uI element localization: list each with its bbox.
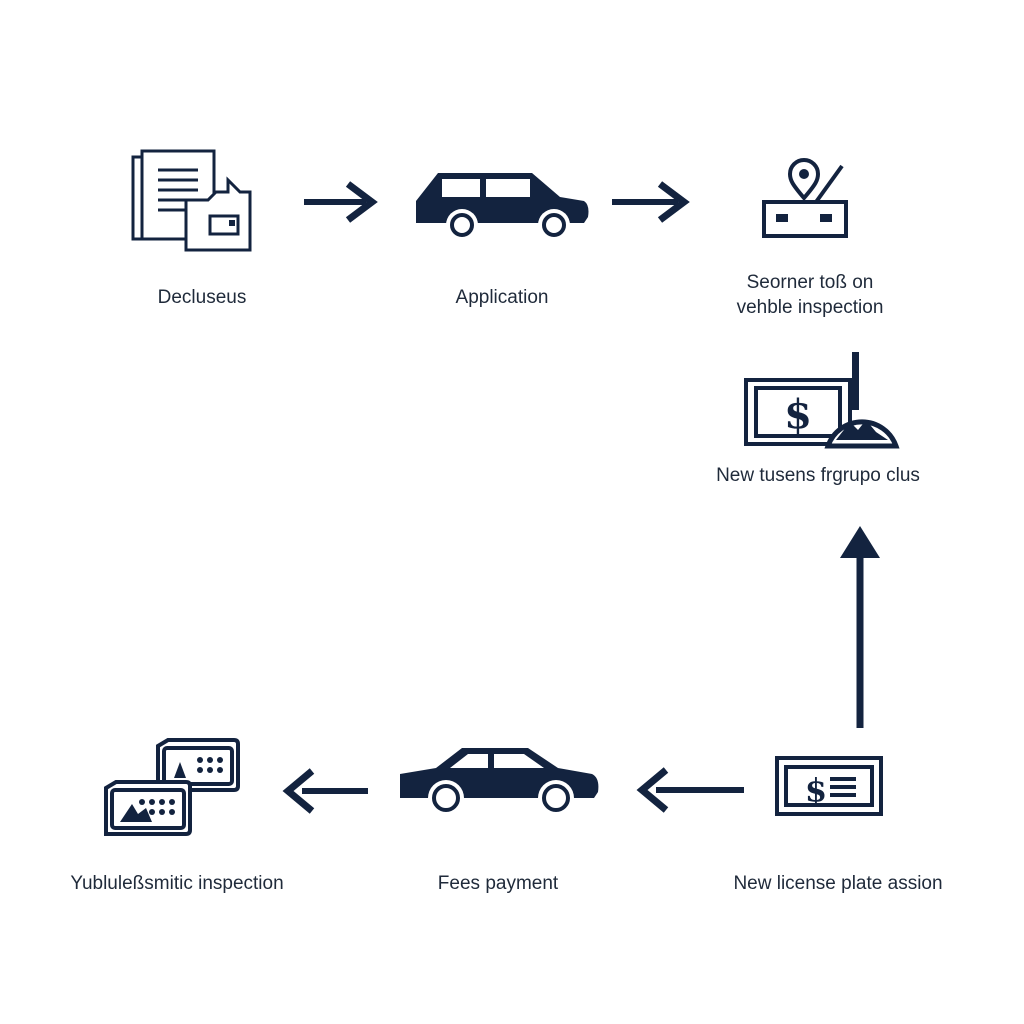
step-label-inspection-final: Yubluleßsmitic inspection (70, 873, 284, 894)
arrow-up-icon (836, 522, 884, 732)
arrow-right-icon (302, 178, 382, 226)
license-plates-icon (102, 738, 242, 838)
step-label-line-2: vehble inspection (736, 297, 884, 318)
arrow-left-icon (282, 766, 372, 816)
step-label-line-1: Seorner toß on (746, 272, 874, 293)
location-pin-plate-icon (758, 158, 850, 242)
money-gauge-icon: $ (742, 350, 902, 450)
svg-text:$: $ (805, 771, 827, 809)
sedan-car-icon (396, 740, 602, 822)
step-label-documents: Decluseus (157, 287, 247, 308)
step-label-inspection: Seorner toß on vehble inspection (700, 270, 920, 320)
step-label-new-license-plate: New license plate assion (733, 873, 943, 894)
arrow-right-icon (610, 178, 694, 226)
arrow-left-icon (636, 764, 746, 816)
documents-icon (128, 148, 258, 254)
svg-text:$: $ (784, 391, 812, 438)
step-label-application: Application (455, 287, 549, 308)
wagon-car-icon (412, 165, 592, 245)
step-label-new-tusens: New tusens frgrupo clus (716, 465, 920, 486)
step-label-fees-payment: Fees payment (437, 873, 559, 894)
dollar-plate-icon: $ (774, 755, 884, 817)
